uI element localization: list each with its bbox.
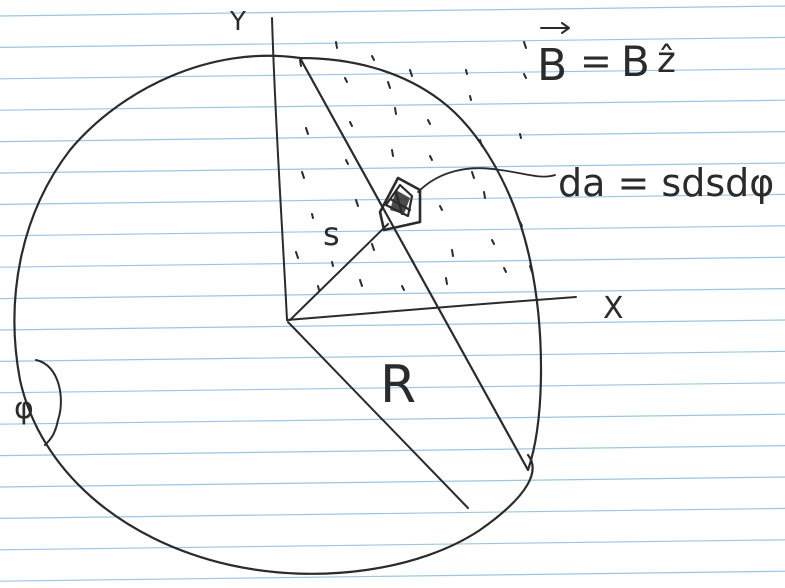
radius-line bbox=[287, 321, 469, 509]
ruled-line bbox=[0, 225, 785, 237]
outer-circle bbox=[13, 54, 543, 575]
ruled-line bbox=[0, 539, 785, 551]
shade-dot bbox=[299, 59, 302, 67]
shade-dot bbox=[483, 191, 486, 199]
da-label: da = sdsdφ bbox=[558, 161, 774, 205]
s-label: s bbox=[323, 215, 340, 253]
s-line bbox=[289, 223, 389, 321]
b-magnitude-label: B bbox=[621, 37, 650, 86]
ruled-line bbox=[0, 350, 785, 362]
shade-dot bbox=[411, 259, 415, 265]
y-axis-label: Y bbox=[229, 7, 246, 37]
shade-dot bbox=[519, 221, 523, 227]
shade-dot bbox=[295, 251, 299, 259]
shade-dot bbox=[469, 95, 472, 101]
shade-dot bbox=[345, 159, 349, 165]
shade-dot bbox=[317, 285, 320, 291]
da-leader-line bbox=[417, 167, 556, 193]
ruled-line bbox=[0, 256, 785, 268]
ruled-line bbox=[0, 507, 785, 519]
shade-dot bbox=[439, 205, 443, 211]
shade-dot bbox=[349, 121, 353, 127]
shade-dot bbox=[344, 77, 348, 83]
shade-dot bbox=[371, 243, 375, 251]
ruled-line bbox=[0, 445, 785, 457]
ruled-line bbox=[0, 319, 785, 331]
shade-dot bbox=[394, 107, 397, 115]
shade-dot bbox=[305, 127, 309, 135]
shade-dot bbox=[479, 139, 483, 147]
shade-dot bbox=[391, 149, 394, 157]
shade-dot bbox=[371, 55, 375, 61]
ruled-line bbox=[0, 288, 785, 300]
ruled-line bbox=[0, 382, 785, 394]
ruled-line bbox=[0, 99, 785, 111]
shade-dot bbox=[409, 69, 413, 77]
shade-dot bbox=[427, 119, 431, 125]
area-element bbox=[378, 176, 422, 232]
b-field-equation: B = B ẑ bbox=[537, 22, 676, 91]
ruled-line bbox=[0, 413, 785, 425]
shade-dot bbox=[523, 41, 527, 49]
b-vector-label: B bbox=[537, 40, 567, 91]
ruled-line bbox=[0, 5, 785, 17]
ruled-lines bbox=[0, 5, 785, 582]
vector-arrow bbox=[540, 22, 570, 34]
ruled-line bbox=[0, 476, 785, 488]
ruled-line bbox=[0, 36, 785, 48]
x-axis-line bbox=[286, 296, 577, 321]
x-axis-label: X bbox=[603, 291, 624, 326]
shade-dot bbox=[355, 199, 359, 207]
shade-dot bbox=[491, 239, 495, 245]
phi-label: φ bbox=[14, 391, 34, 426]
shade-dot bbox=[301, 171, 305, 179]
y-axis-line bbox=[271, 17, 288, 321]
shade-dot bbox=[523, 73, 527, 79]
ruled-line bbox=[0, 162, 785, 174]
shade-dot bbox=[311, 213, 314, 219]
shade-dot bbox=[529, 265, 533, 273]
shade-dot bbox=[519, 133, 522, 139]
ruled-line bbox=[0, 131, 785, 143]
shade-dot bbox=[503, 267, 507, 273]
phi-arc bbox=[35, 359, 62, 446]
radius-label: R bbox=[380, 355, 416, 415]
shade-dot bbox=[445, 277, 448, 285]
ruled-line bbox=[0, 570, 785, 582]
shade-dot bbox=[359, 279, 363, 287]
shade-dot bbox=[401, 285, 405, 291]
equals-sign: = bbox=[580, 39, 612, 83]
shade-dot bbox=[465, 69, 468, 75]
dotted-region bbox=[295, 41, 533, 291]
shade-dot bbox=[335, 41, 338, 49]
shade-dot bbox=[331, 261, 334, 267]
z-hat-label: ẑ bbox=[657, 40, 676, 81]
shade-dot bbox=[429, 155, 433, 161]
shade-dot bbox=[451, 249, 454, 257]
shade-dot bbox=[471, 171, 475, 179]
shade-dot bbox=[387, 81, 391, 89]
